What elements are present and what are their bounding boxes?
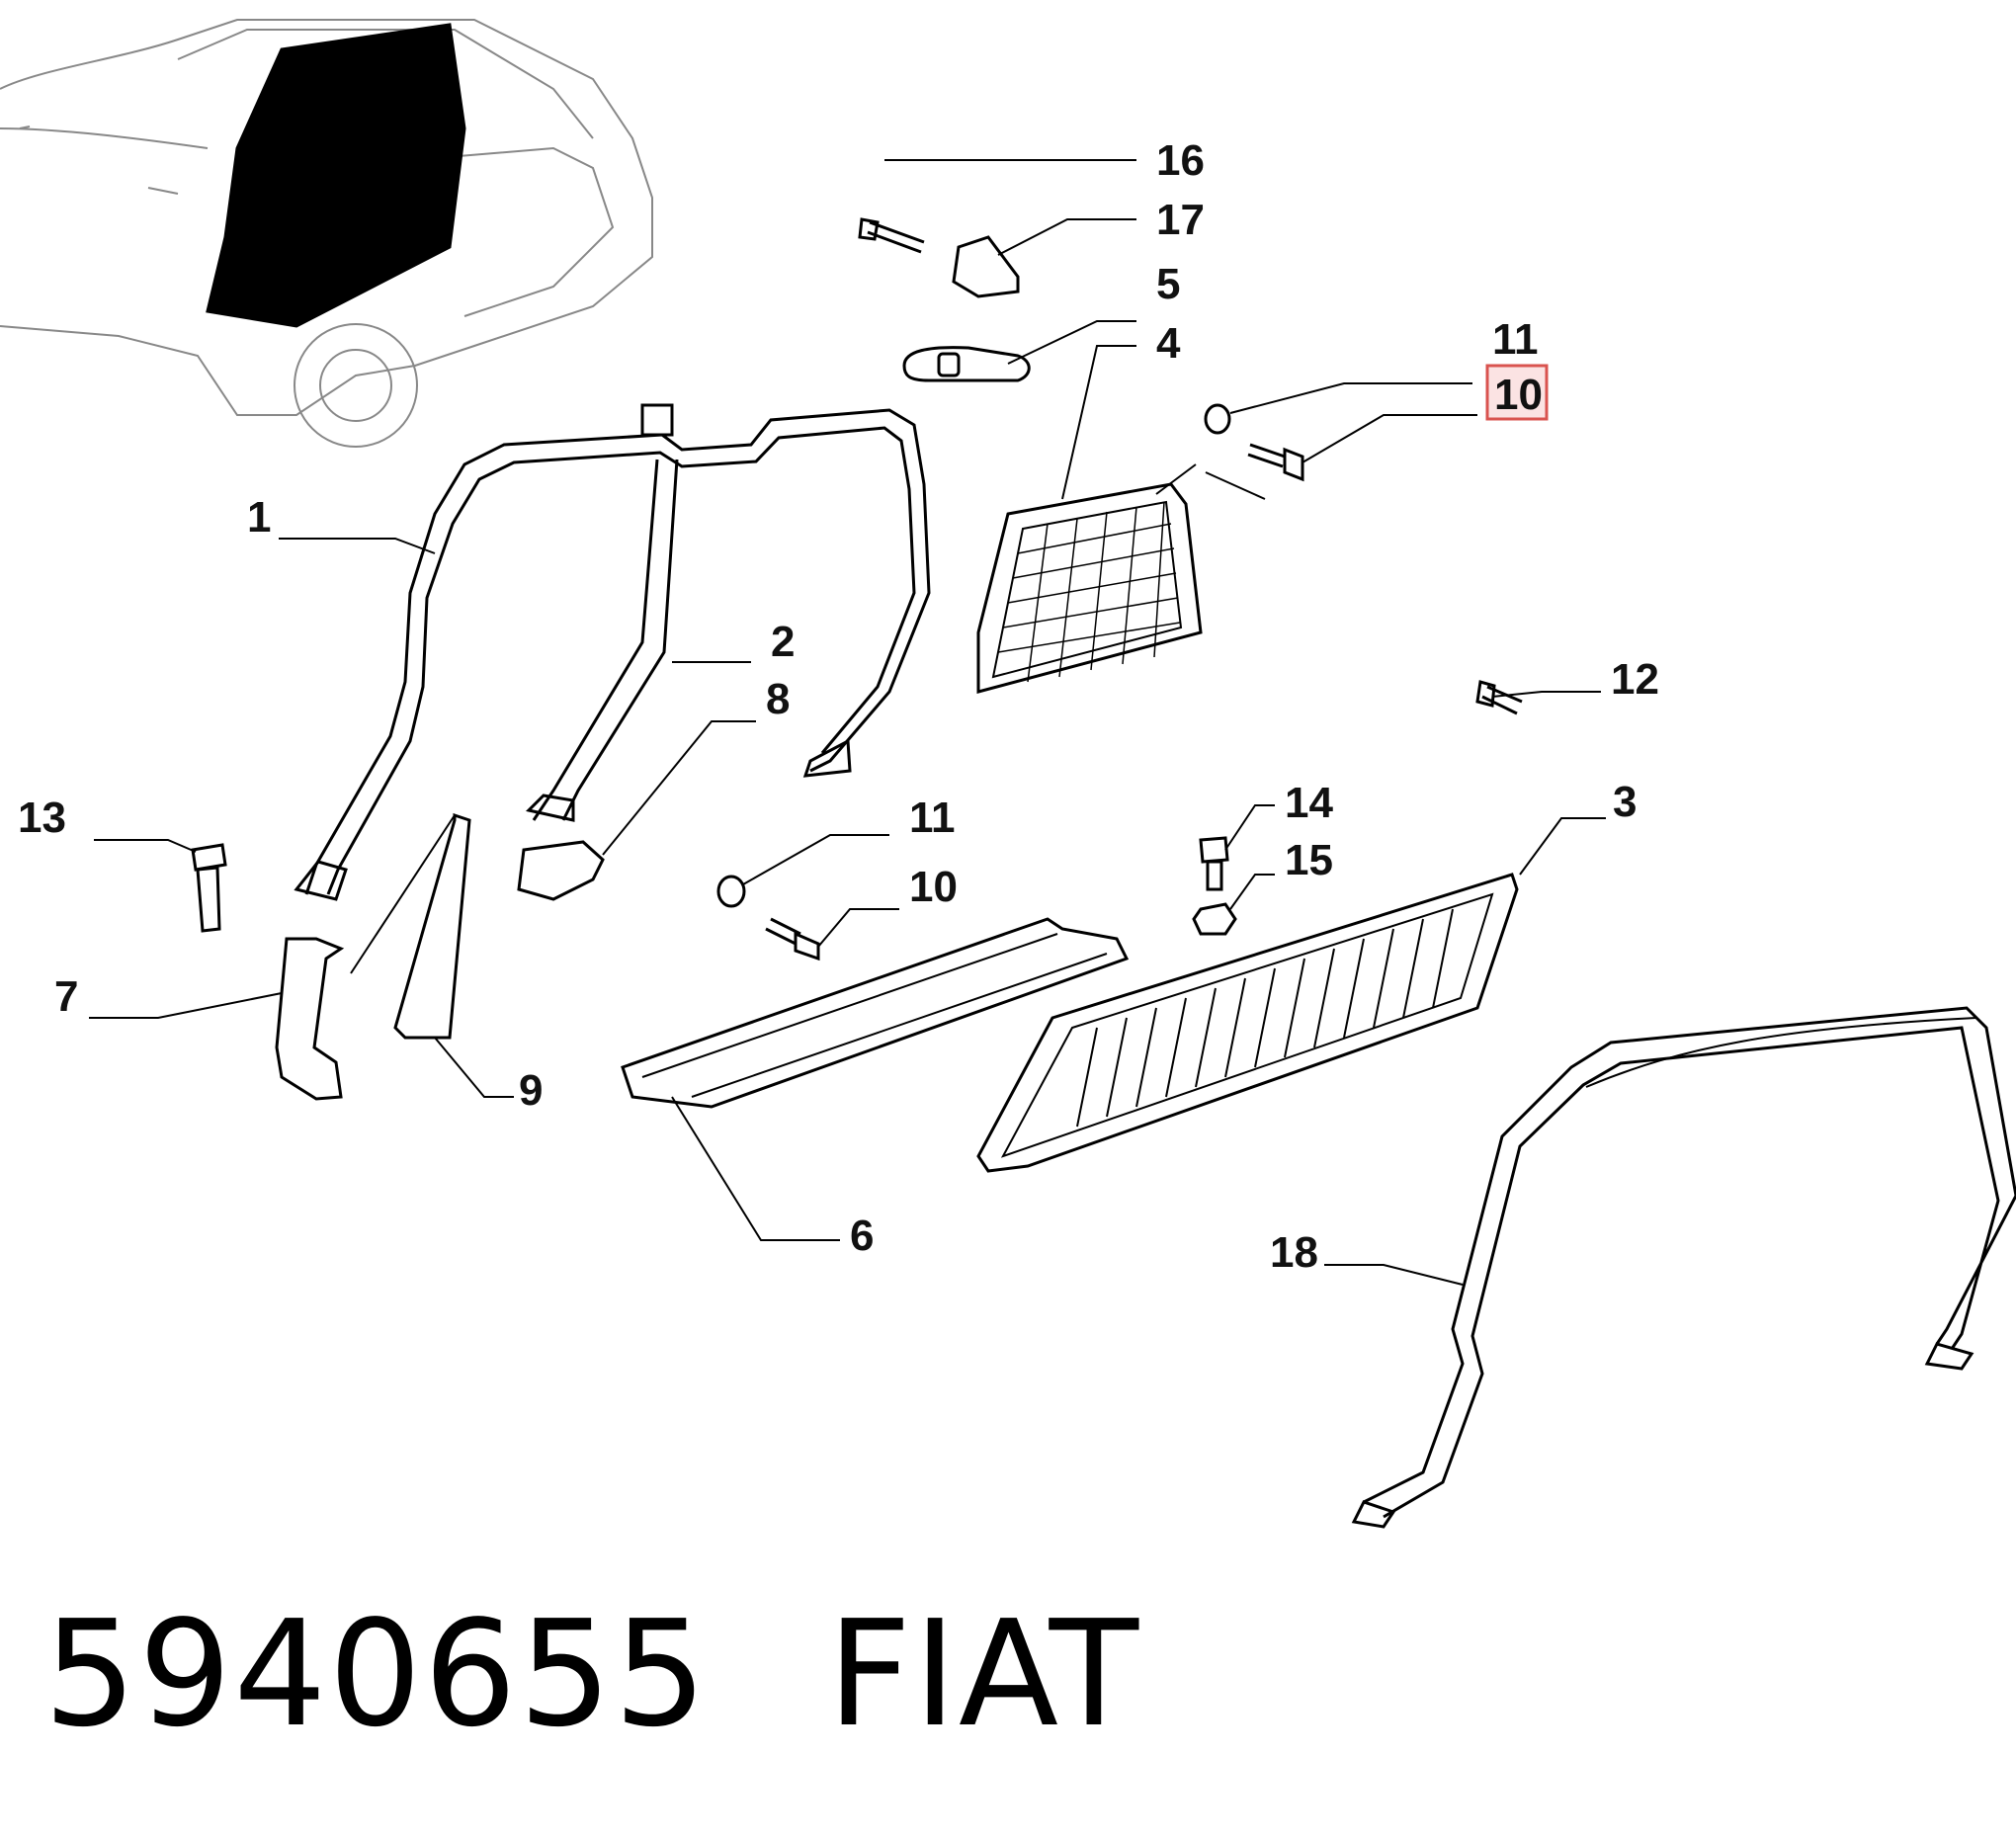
part-16-screw <box>858 217 925 254</box>
brand-name: FIAT <box>827 1589 1141 1759</box>
callout-11-lower: 11 <box>909 794 956 842</box>
part-8-bracket <box>517 840 605 901</box>
part-11-washer-upper <box>1204 403 1231 435</box>
callout-12: 12 <box>1611 655 1659 704</box>
callout-13: 13 <box>18 794 66 842</box>
part-4-net-panel <box>976 482 1203 694</box>
part-10-screw-lower <box>765 917 820 962</box>
callout-3: 3 <box>1613 778 1637 826</box>
callout-10-upper: 10 <box>1494 371 1543 419</box>
callout-7: 7 <box>54 972 78 1021</box>
part-7-bracket <box>275 937 345 1101</box>
callout-5: 5 <box>1156 260 1180 308</box>
part-12-screw <box>1475 680 1523 715</box>
callout-8: 8 <box>766 675 790 723</box>
callout-14: 14 <box>1285 779 1333 827</box>
part-18-arch <box>1363 1006 2016 1519</box>
highlight-box <box>1485 364 1549 421</box>
part-5-bracket <box>902 346 1031 382</box>
part-1-tab <box>640 403 674 437</box>
part-14-bolt <box>1199 836 1229 891</box>
part-number-footer: 5940655 FIAT <box>43 1589 1140 1759</box>
callout-18: 18 <box>1270 1228 1318 1277</box>
part-13-bolt <box>191 843 227 933</box>
part-2-foot <box>526 794 575 822</box>
leader-lines <box>89 159 1606 1286</box>
part-10-screw-upper <box>1247 443 1304 482</box>
part-18-feet <box>1351 1342 1974 1529</box>
part-4-mesh <box>997 501 1181 683</box>
callout-labels: 16 17 5 4 11 10 1 2 8 12 13 11 3 14 15 1… <box>18 136 1659 1277</box>
part-15-nut <box>1192 902 1237 936</box>
part-1-foot-left <box>294 860 348 901</box>
callout-11-upper: 11 <box>1492 315 1539 364</box>
part-1-foot-right <box>802 738 852 778</box>
part-9-stay <box>393 812 471 1040</box>
callout-15: 15 <box>1285 836 1333 884</box>
part-number: 5940655 <box>43 1589 710 1759</box>
callout-9: 9 <box>519 1066 543 1115</box>
part-11-washer-lower <box>716 875 746 908</box>
part-3-slots <box>1076 908 1454 1128</box>
highlighted-panel-area <box>206 23 466 328</box>
callout-1: 1 <box>247 493 271 542</box>
car-thumbnail <box>0 19 653 448</box>
part-6-rail <box>621 917 1130 1109</box>
part-1-frame-inner <box>326 426 916 895</box>
part-2-stay <box>532 459 679 821</box>
part-1-frame <box>304 408 931 895</box>
callout-16: 16 <box>1156 136 1205 185</box>
callout-17: 17 <box>1156 196 1205 244</box>
callout-2: 2 <box>771 618 795 666</box>
callout-4: 4 <box>1156 319 1181 368</box>
callout-6: 6 <box>850 1212 874 1260</box>
part-17-clip <box>952 235 1020 298</box>
callout-10-lower: 10 <box>909 863 958 911</box>
part-3-grille <box>976 873 1519 1173</box>
